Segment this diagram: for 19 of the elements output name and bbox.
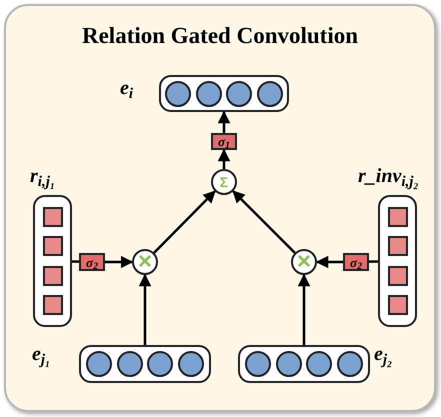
activation-box: σ$_{1}$	[211, 133, 237, 150]
vector-box	[33, 195, 72, 327]
vector-box	[79, 345, 211, 383]
arrow	[138, 274, 152, 345]
arrow	[316, 256, 343, 268]
arrow	[218, 110, 230, 133]
vector-box	[378, 195, 417, 327]
activation-box: σ$_{2}$	[79, 253, 105, 271]
arrow	[105, 256, 134, 268]
arrow	[232, 190, 296, 254]
activation-box: σ$_{2}$	[343, 253, 369, 271]
arrow	[218, 148, 230, 169]
arrow	[153, 190, 216, 254]
arrow	[298, 274, 310, 345]
title: Relation Gated Convolution	[80, 24, 360, 47]
panel	[4, 4, 436, 412]
vector-label: e$_{i}$	[120, 78, 134, 98]
vector-box	[238, 345, 370, 383]
vector-box	[159, 75, 289, 112]
